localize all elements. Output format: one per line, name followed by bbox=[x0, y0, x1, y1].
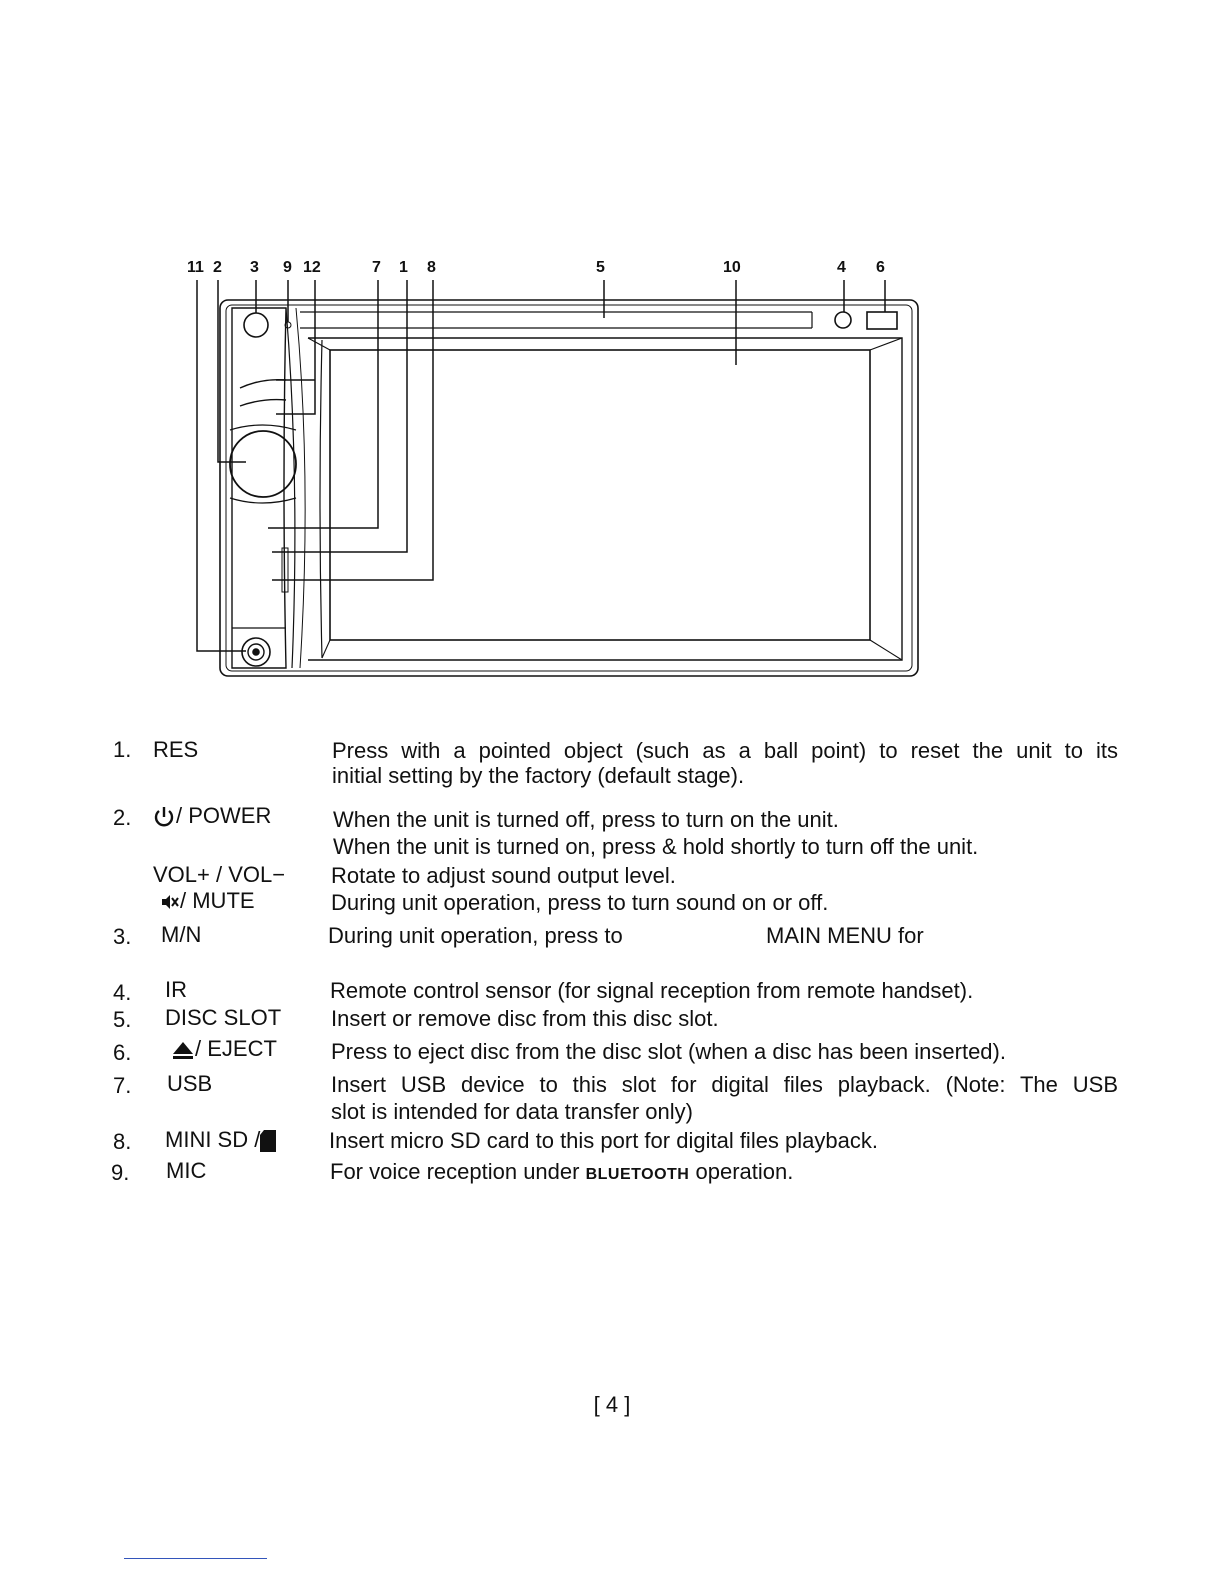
item-desc-line: When the unit is turned on, press & hold… bbox=[333, 834, 979, 859]
item-number: 3. bbox=[113, 924, 132, 949]
bluetooth-wordmark: BLUETOOTH bbox=[585, 1166, 690, 1183]
item-label-ir: IR bbox=[165, 977, 187, 1002]
item-number: 1. bbox=[113, 737, 132, 762]
disc-slot bbox=[300, 311, 813, 329]
head-unit-diagram: 11 2 3 9 12 7 1 8 5 10 4 6 bbox=[187, 259, 919, 677]
item-desc-line: Rotate to adjust sound output level. bbox=[331, 863, 676, 888]
item-desc-line: Press with a pointed object (such as a b… bbox=[332, 738, 1118, 763]
mic-desc-text: For voice reception under bbox=[330, 1159, 580, 1184]
item-desc-line: initial setting by the factory (default … bbox=[332, 763, 745, 788]
control-panel bbox=[231, 307, 287, 669]
callout-5: 5 bbox=[596, 259, 605, 276]
callout-1: 1 bbox=[399, 259, 408, 276]
item-label-mic: MIC bbox=[166, 1158, 207, 1183]
item-label-res: RES bbox=[153, 737, 199, 762]
callout-6: 6 bbox=[876, 259, 885, 276]
callout-8: 8 bbox=[427, 259, 436, 276]
item-desc-line: For voice reception under BLUETOOTH oper… bbox=[330, 1158, 793, 1188]
power-label-text: / POWER bbox=[176, 803, 272, 828]
item-desc-line: When the unit is turned off, press to tu… bbox=[333, 807, 839, 832]
callout-7: 7 bbox=[372, 259, 381, 276]
power-icon bbox=[154, 807, 174, 827]
item-label-usb: USB bbox=[167, 1071, 213, 1096]
item-desc-line: During unit operation, press to turn sou… bbox=[331, 890, 829, 915]
chassis-outline bbox=[219, 299, 919, 677]
eject-icon bbox=[173, 1042, 193, 1060]
ir-sensor bbox=[834, 311, 852, 329]
item-label-mini-sd: MINI SD / bbox=[165, 1127, 277, 1153]
item-label-disc-slot: DISC SLOT bbox=[165, 1005, 282, 1030]
callout-10: 10 bbox=[723, 259, 741, 276]
callout-12: 12 bbox=[303, 259, 321, 276]
item-number: 8. bbox=[113, 1129, 132, 1154]
volume-knob bbox=[229, 430, 297, 498]
leader-lines bbox=[196, 280, 886, 652]
item-desc-line: Insert or remove disc from this disc slo… bbox=[331, 1006, 719, 1031]
item-label-vol: VOL+ / VOL− bbox=[153, 862, 286, 887]
page-number: [ 4 ] bbox=[593, 1392, 631, 1417]
item-number: 7. bbox=[113, 1073, 132, 1098]
callout-9: 9 bbox=[283, 259, 292, 276]
item-number: 5. bbox=[113, 1007, 132, 1032]
item-desc-line: Insert micro SD card to this port for di… bbox=[329, 1128, 878, 1153]
item-desc-line: Press to eject disc from the disc slot (… bbox=[331, 1039, 1006, 1064]
callout-2: 2 bbox=[213, 259, 222, 276]
item-label-mn: M/N bbox=[161, 922, 202, 947]
item-label-mute: / MUTE bbox=[160, 888, 255, 914]
item-label-power: / POWER bbox=[152, 803, 271, 829]
eject-label-text: / EJECT bbox=[195, 1036, 277, 1061]
item-desc-line: Remote control sensor (for signal recept… bbox=[330, 978, 974, 1003]
item-desc-line: During unit operation, press to bbox=[328, 923, 623, 948]
aux-jack bbox=[241, 637, 271, 667]
item-label-eject: / EJECT bbox=[171, 1036, 277, 1062]
mini-sd-label-text: MINI SD / bbox=[165, 1127, 261, 1152]
mute-label-text: / MUTE bbox=[180, 888, 255, 913]
item-desc-line: MAIN MENU for bbox=[766, 923, 924, 948]
callout-numbers: 11 2 3 9 12 7 1 8 5 10 4 6 bbox=[187, 259, 885, 276]
item-number: 6. bbox=[113, 1040, 132, 1065]
eject-button-shape bbox=[866, 311, 898, 330]
sd-card-icon bbox=[260, 1130, 277, 1153]
mic-desc-text-end: operation. bbox=[695, 1159, 794, 1184]
callout-4: 4 bbox=[837, 259, 846, 276]
footer-rule bbox=[124, 1558, 267, 1559]
item-number: 2. bbox=[113, 805, 132, 830]
mute-icon bbox=[162, 895, 179, 910]
item-desc-line: slot is intended for data transfer only) bbox=[331, 1099, 693, 1124]
item-number: 9. bbox=[111, 1160, 130, 1185]
callout-3: 3 bbox=[250, 259, 259, 276]
item-number: 4. bbox=[113, 980, 132, 1005]
callout-11: 11 bbox=[187, 259, 204, 276]
mic-hole bbox=[243, 312, 269, 338]
touch-screen bbox=[329, 349, 871, 641]
item-desc-line: Insert USB device to this slot for digit… bbox=[331, 1072, 1118, 1097]
